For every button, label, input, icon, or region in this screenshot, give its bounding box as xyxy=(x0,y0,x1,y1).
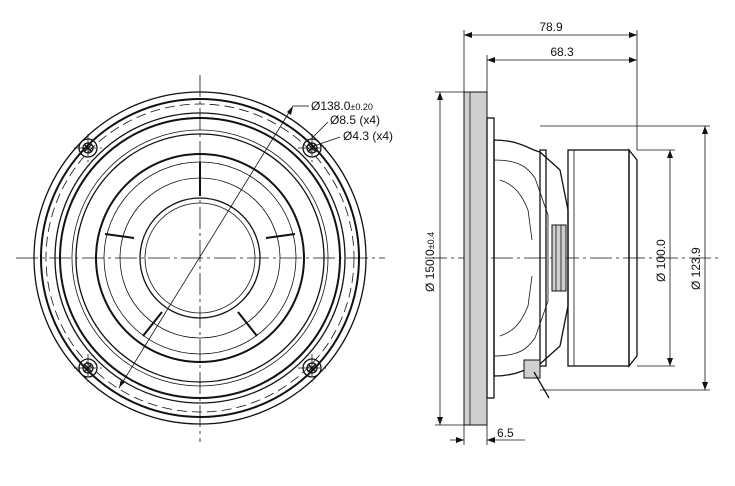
surround-inner-edge xyxy=(71,129,329,387)
terminal-block xyxy=(523,359,541,379)
basket-spoke-inner xyxy=(499,179,533,337)
mount-hole-top-left xyxy=(74,134,102,162)
dust-cap-outer xyxy=(139,197,261,319)
dust-cap-inner xyxy=(144,202,256,314)
leader-arrow-top xyxy=(287,106,293,115)
screw-hole-label: Ø4.3 (x4) xyxy=(343,129,393,143)
front-view: Ø138.0±0.20 Ø8.5 (x4) Ø4.3 (x4) xyxy=(16,75,393,442)
flange-diameter-leader xyxy=(118,105,294,389)
cone-rib-bottom-left xyxy=(142,311,163,337)
cone-rib-left xyxy=(104,233,135,239)
cone-rib-right xyxy=(265,233,296,239)
mount-hole-bottom-left xyxy=(74,354,102,382)
mount-hole-bottom-right xyxy=(298,354,326,382)
surround-outer-edge xyxy=(59,117,341,399)
leader-arrow-bottom xyxy=(119,379,125,388)
mount-hole-top-right xyxy=(298,134,326,162)
terminal-lead xyxy=(533,371,550,399)
flange-thickness-label: 6.5 xyxy=(497,426,514,440)
mount-hole-leader xyxy=(311,121,329,139)
magnet-diameter-label: Ø 100.0 xyxy=(654,239,668,282)
frame-outer-edge xyxy=(33,91,367,425)
outer-diameter-label: Ø 150.0±0.4 xyxy=(423,232,437,292)
front-flange xyxy=(463,91,488,426)
overall-depth-label: 78.9 xyxy=(539,20,563,34)
depth-from-flange-label: 68.3 xyxy=(550,45,574,59)
cone-ring-outer xyxy=(95,153,305,363)
frame-inner-rim xyxy=(54,112,346,404)
frame-outer-rim xyxy=(40,98,360,418)
mount-hole-label: Ø8.5 (x4) xyxy=(330,113,380,127)
cone-outer-edge xyxy=(75,133,325,383)
basket-spoke-outer xyxy=(493,159,549,357)
pole-piece xyxy=(551,224,567,292)
screw-hole-leader xyxy=(313,136,341,147)
bolt-circle xyxy=(45,103,355,413)
flange-diameter-label: Ø138.0±0.20 xyxy=(311,99,373,113)
cone-rib-bottom-right xyxy=(237,311,258,337)
rear-diameter-label: Ø 123.9 xyxy=(689,247,703,290)
magnet-rear-chamfer xyxy=(628,148,638,368)
basket-mount-plate xyxy=(539,149,547,367)
side-view: 78.9 68.3 Ø 150.0±0.4 Ø 100.0 xyxy=(423,20,720,445)
